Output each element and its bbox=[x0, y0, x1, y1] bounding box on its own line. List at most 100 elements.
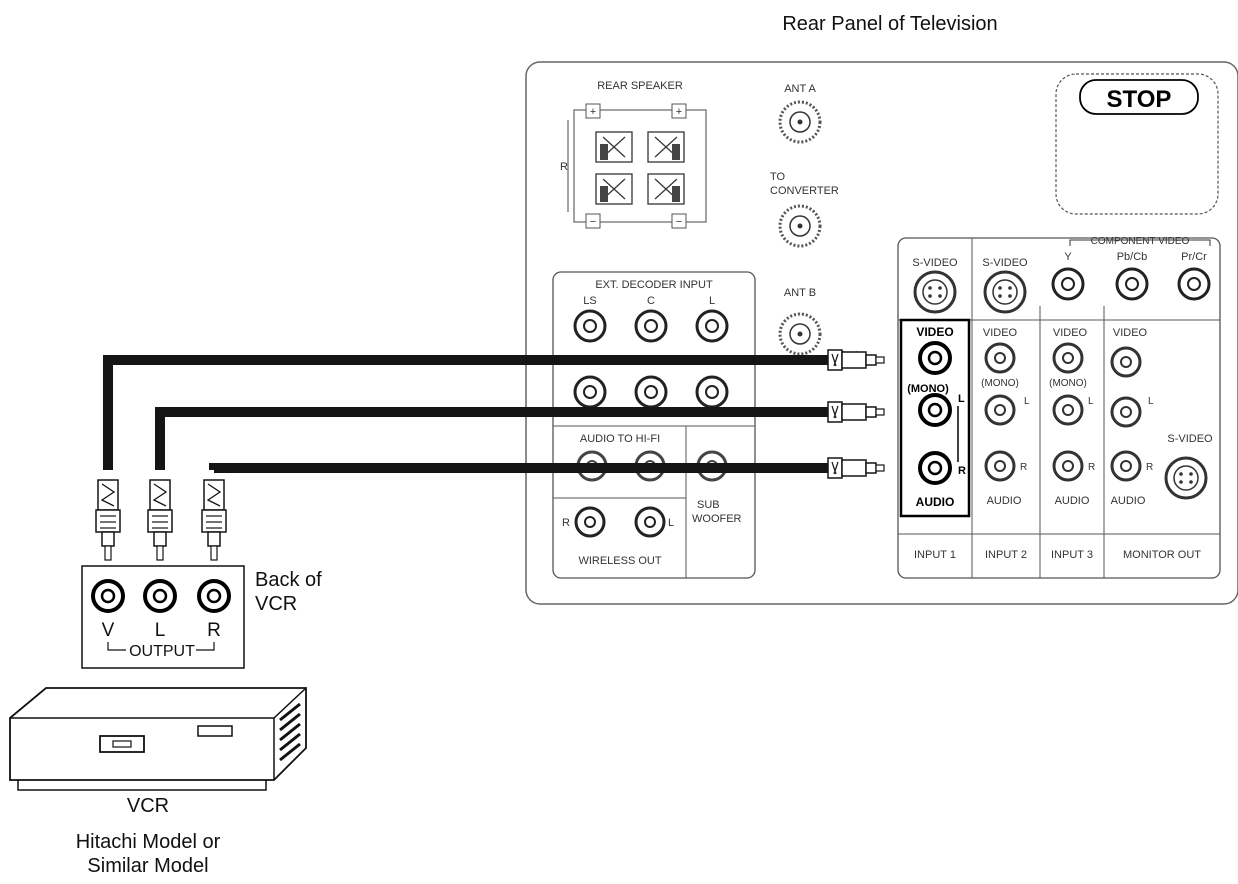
diagram-title: Rear Panel of Television bbox=[782, 13, 997, 35]
input2-video-jack bbox=[984, 342, 1016, 374]
decoder-label: EXT. DECODER INPUT bbox=[595, 279, 713, 291]
monitor-r-label: R bbox=[1146, 462, 1153, 473]
speaker-plus-terminal-left bbox=[585, 103, 601, 119]
input3-video-label: VIDEO bbox=[1053, 327, 1088, 339]
component-video-bracket bbox=[1069, 239, 1211, 246]
rear-speaker-label: REAR SPEAKER bbox=[597, 80, 683, 92]
decoder-jack-bottom-3 bbox=[695, 375, 729, 409]
component-video-label: COMPONENT VIDEO bbox=[1091, 236, 1190, 247]
vcr-jack-label-r: R bbox=[207, 620, 221, 641]
input3-audio-l-jack bbox=[1052, 394, 1084, 426]
to-label: TO bbox=[770, 171, 786, 183]
input1-audio-r-jack bbox=[918, 451, 952, 485]
input2-audio-r-jack bbox=[984, 450, 1016, 482]
speaker-plus-terminal-right bbox=[671, 103, 687, 119]
input1-r-label: R bbox=[958, 465, 966, 477]
input3-r-label: R bbox=[1088, 462, 1095, 473]
ant-b-connector bbox=[778, 312, 822, 356]
svideo-jack-input2 bbox=[983, 270, 1027, 314]
cable-audio-right bbox=[209, 457, 885, 479]
converter-connector bbox=[778, 204, 822, 248]
input2-mono-label: (MONO) bbox=[981, 378, 1019, 389]
vcr-jack-label-v: V bbox=[102, 620, 115, 641]
decoder-jack-ls bbox=[573, 309, 607, 343]
stop-word: STOP bbox=[1107, 86, 1172, 113]
vcr-vent-lines bbox=[279, 702, 301, 762]
column-label-input2: INPUT 2 bbox=[985, 549, 1027, 561]
cable-video bbox=[103, 349, 885, 470]
speaker-clip-bottom-left bbox=[595, 173, 633, 205]
vcr-output-bracket bbox=[107, 642, 215, 651]
input2-audio-label: AUDIO bbox=[987, 495, 1022, 507]
component-pb-label: Pb/Cb bbox=[1117, 251, 1148, 263]
vcr-model-line-1: Hitachi Model or bbox=[76, 831, 221, 853]
cable-audio-left bbox=[155, 401, 885, 470]
input2-r-label: R bbox=[1020, 462, 1027, 473]
rear-speaker-block: REAR SPEAKER R + + − − bbox=[560, 80, 707, 229]
vcr-output-label: OUTPUT bbox=[129, 643, 195, 660]
speaker-minus-mark-right: − bbox=[676, 216, 682, 228]
column-label-input1: INPUT 1 bbox=[914, 549, 956, 561]
input1-mono-label: (MONO) bbox=[907, 383, 949, 395]
woofer-label: WOOFER bbox=[692, 513, 742, 525]
back-of-vcr-caption-2: VCR bbox=[255, 593, 297, 615]
wireless-jack-r bbox=[574, 506, 606, 538]
input1-video-jack bbox=[918, 341, 952, 375]
component-y-jack bbox=[1051, 267, 1085, 301]
input2-audio-l-jack bbox=[984, 394, 1016, 426]
input-panel: S-VIDEO S-VIDEO COMPONENT VIDEO Y Pb/Cb … bbox=[897, 236, 1221, 579]
vcr-plug-audio-left bbox=[147, 479, 173, 561]
speaker-plus-mark-right: + bbox=[676, 106, 682, 118]
decoder-jack-label-c: C bbox=[647, 295, 655, 307]
speaker-minus-terminal-right bbox=[671, 213, 687, 229]
input3-video-jack bbox=[1052, 342, 1084, 374]
decoder-jack-l bbox=[695, 309, 729, 343]
ant-b-label: ANT B bbox=[784, 287, 816, 299]
wireless-out-label: WIRELESS OUT bbox=[578, 555, 661, 567]
vcr-back-panel: V L R OUTPUT bbox=[81, 565, 245, 669]
decoder-jack-label-ls: LS bbox=[583, 295, 596, 307]
sub-label: SUB bbox=[697, 499, 720, 511]
wireless-jack-l bbox=[634, 506, 666, 538]
monitor-video-jack bbox=[1110, 346, 1142, 378]
svideo-label-input1: S-VIDEO bbox=[912, 257, 958, 269]
monitor-audio-r-jack bbox=[1110, 450, 1142, 482]
rear-speaker-r-marker: R bbox=[560, 161, 568, 173]
decoder-housing bbox=[552, 271, 756, 579]
input1-audio-l-jack bbox=[918, 393, 952, 427]
ant-a-label: ANT A bbox=[784, 83, 816, 95]
vcr-display bbox=[197, 725, 233, 737]
input3-audio-label: AUDIO bbox=[1055, 495, 1090, 507]
monitor-svideo-jack bbox=[1164, 456, 1208, 500]
speaker-clip-bottom-right bbox=[647, 173, 685, 205]
input2-video-label: VIDEO bbox=[983, 327, 1018, 339]
vcr-jack-label-l: L bbox=[155, 620, 166, 641]
stop-warning-label: STOP bbox=[1055, 73, 1219, 215]
vcr-plug-audio-right bbox=[201, 479, 227, 561]
speaker-plus-mark-left: + bbox=[590, 106, 596, 118]
monitor-audio-l-jack bbox=[1110, 396, 1142, 428]
decoder-jack-bottom-2 bbox=[634, 375, 668, 409]
converter-label: CONVERTER bbox=[770, 185, 839, 197]
speaker-minus-mark-left: − bbox=[590, 216, 596, 228]
rear-speaker-housing bbox=[573, 109, 707, 223]
vcr-jack-r bbox=[197, 579, 231, 613]
input1-audio-label: AUDIO bbox=[916, 495, 955, 509]
vcr-unit-illustration bbox=[9, 687, 307, 791]
decoder-block: EXT. DECODER INPUT LS C L bbox=[552, 271, 756, 579]
column-label-monitor-out: MONITOR OUT bbox=[1123, 549, 1201, 561]
monitor-svideo-label: S-VIDEO bbox=[1167, 433, 1213, 445]
input2-l-label: L bbox=[1024, 396, 1030, 407]
wireless-r-label: R bbox=[562, 517, 570, 529]
decoder-jack-c bbox=[634, 309, 668, 343]
vcr-jack-v bbox=[91, 579, 125, 613]
input3-mono-label: (MONO) bbox=[1049, 378, 1087, 389]
component-pr-label: Pr/Cr bbox=[1181, 251, 1207, 263]
component-y-label: Y bbox=[1064, 251, 1072, 263]
vcr-plug-video bbox=[95, 479, 121, 561]
input1-l-label: L bbox=[958, 393, 965, 405]
back-of-vcr-caption-1: Back of bbox=[255, 569, 322, 591]
decoder-jack-label-l: L bbox=[709, 295, 715, 307]
vcr-jack-l bbox=[143, 579, 177, 613]
